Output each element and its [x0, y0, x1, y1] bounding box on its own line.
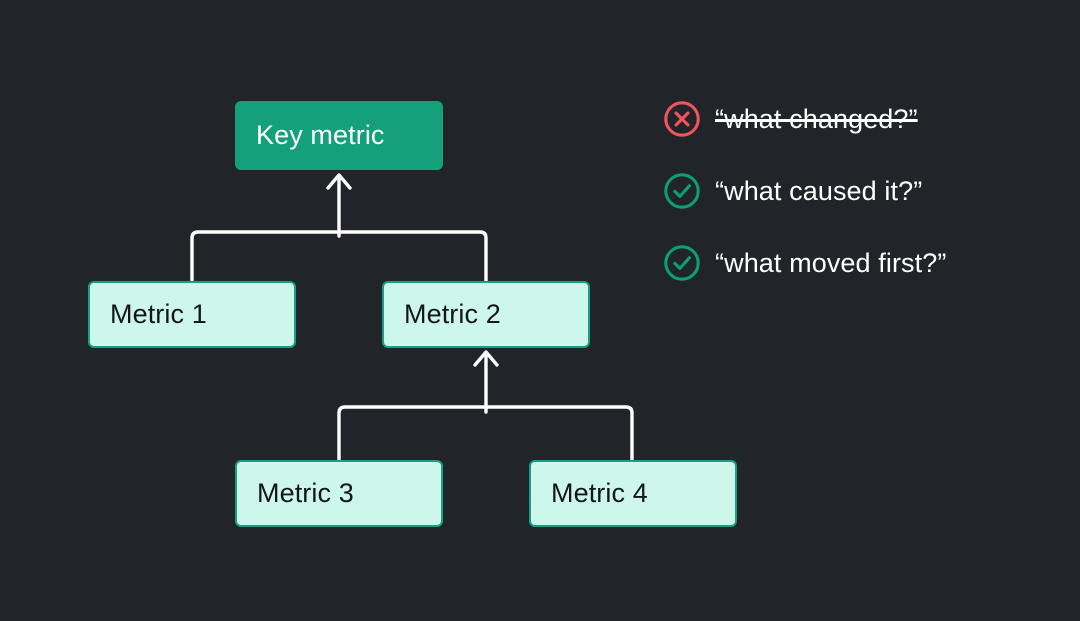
- annotation-text-what-caused-it: “what caused it?”: [715, 175, 923, 206]
- node-metric-4[interactable]: Metric 4: [529, 460, 737, 527]
- circle-x-icon: [664, 101, 700, 137]
- edge-rail-level2: [337, 405, 634, 462]
- edge-arrow-metric2: [473, 350, 499, 367]
- annotation-list: “what changed?” “what caused it?” “what …: [663, 98, 1063, 314]
- node-metric-2[interactable]: Metric 2: [382, 281, 590, 348]
- annotation-item-rejected: “what changed?”: [663, 98, 1063, 140]
- circle-check-icon: [664, 173, 700, 209]
- annotation-item-accepted-1: “what caused it?”: [663, 170, 1063, 212]
- annotation-item-accepted-2: “what moved first?”: [663, 242, 1063, 284]
- annotation-text-what-moved-first: “what moved first?”: [715, 247, 947, 278]
- node-metric-3-label: Metric 3: [257, 478, 354, 508]
- node-metric-1[interactable]: Metric 1: [88, 281, 296, 348]
- edge-arrow-root: [326, 173, 352, 190]
- node-metric-2-label: Metric 2: [404, 299, 501, 329]
- annotation-text-what-changed: “what changed?”: [715, 103, 918, 134]
- node-metric-3[interactable]: Metric 3: [235, 460, 443, 527]
- node-metric-1-label: Metric 1: [110, 299, 207, 329]
- node-key-metric-label: Key metric: [256, 120, 385, 150]
- edge-rail-level1: [190, 230, 488, 283]
- node-metric-4-label: Metric 4: [551, 478, 648, 508]
- node-key-metric[interactable]: Key metric: [235, 101, 443, 170]
- circle-check-icon: [664, 245, 700, 281]
